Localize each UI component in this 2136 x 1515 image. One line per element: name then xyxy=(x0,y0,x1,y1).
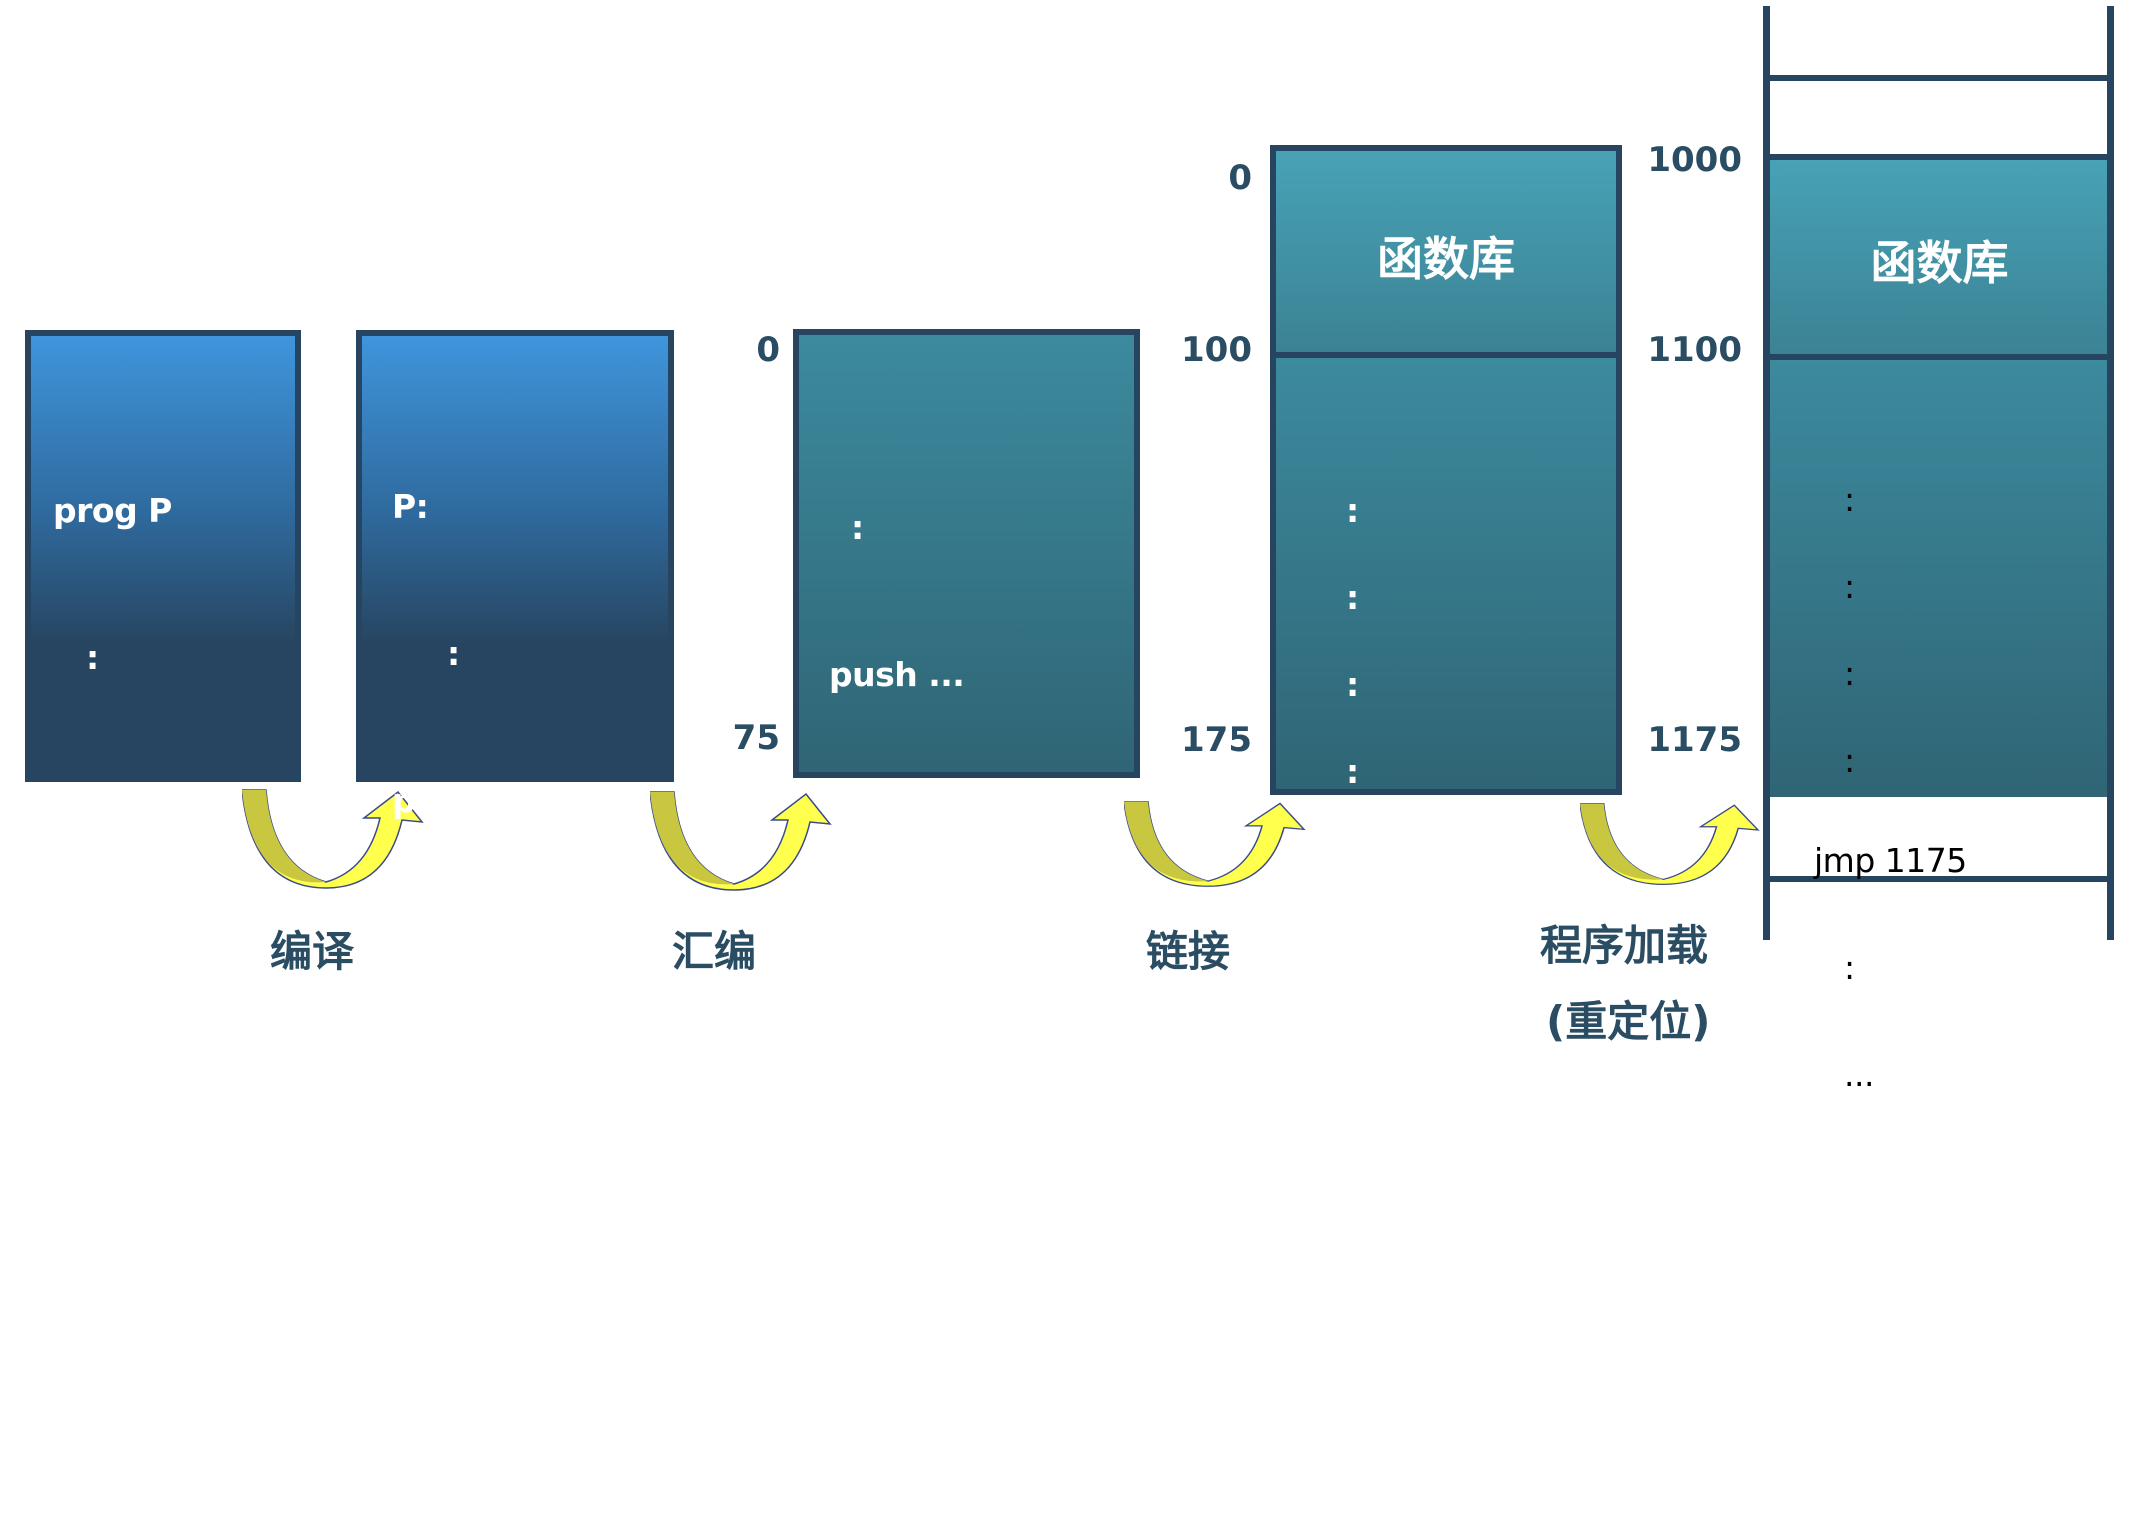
compiled-code: P: : push ... inc SP, x jmp _foo : foo: … xyxy=(392,384,546,1511)
code-line: : xyxy=(1844,654,1855,693)
library-label: 函数库 xyxy=(1870,236,2009,290)
address-label: 1175 xyxy=(1647,720,1742,760)
memory-region-program: : : : : jmp 1175 : ... xyxy=(1766,357,2113,1094)
code-line: foo() xyxy=(53,932,163,971)
loaded-code: : : : : jmp 1175 : ... xyxy=(1814,427,1967,1161)
code-line: : xyxy=(53,1226,99,1265)
step-compile-label: 编译 xyxy=(270,927,355,976)
code-line: : xyxy=(1346,491,1359,530)
code-line: push ... xyxy=(829,655,965,694)
memory-region-library: 函数库 xyxy=(1766,157,2113,357)
code-line: ... xyxy=(1844,1055,1874,1094)
address-label: 175 xyxy=(1181,720,1252,760)
code-line: ... xyxy=(829,1243,888,1282)
memory-right-edge xyxy=(2107,6,2114,940)
code-line: : xyxy=(392,634,460,673)
load-module-box: 函数库 : : : : jmp 175 : ... xyxy=(1270,145,1622,1105)
code-line: inc SP, x xyxy=(392,928,541,967)
address-label: 1100 xyxy=(1647,330,1742,370)
code-line: : xyxy=(392,1222,460,1261)
object-code: : push ... inc SP, 4 jmp 75 : ... xyxy=(829,405,980,1385)
program-section: : : : : jmp 175 : ... xyxy=(1276,358,1616,1105)
library-label: 函数库 xyxy=(1377,232,1515,286)
memory-divider xyxy=(1763,354,2114,360)
memory-left-edge xyxy=(1763,6,1770,940)
code-line: P: xyxy=(392,487,429,526)
library-section: 函数库 xyxy=(1276,151,1616,352)
code-line: : xyxy=(1844,480,1855,519)
step-assemble-label: 汇编 xyxy=(672,927,757,976)
memory-divider xyxy=(1763,75,2114,81)
section-divider xyxy=(1276,352,1616,358)
step-link-label: 链接 xyxy=(1146,927,1231,976)
code-line: : xyxy=(1346,578,1359,617)
source-program-box: prog P : : foo() : : end P xyxy=(25,330,301,1412)
address-label: 1000 xyxy=(1647,140,1742,180)
address-label: 75 xyxy=(732,718,780,758)
address-label: 0 xyxy=(1228,158,1252,198)
link-arrow-icon xyxy=(1124,801,1306,887)
code-line: : xyxy=(1346,665,1359,704)
object-module-box: : push ... inc SP, 4 jmp 75 : ... xyxy=(793,329,1140,1282)
code-line: : xyxy=(1844,567,1855,606)
load-arrow-icon xyxy=(1580,803,1760,885)
code-line: jmp 175 xyxy=(1316,852,1463,891)
code-line: : xyxy=(1346,752,1359,791)
code-line: end P xyxy=(53,1373,156,1412)
compile-arrow-icon xyxy=(242,789,424,889)
linked-code: : : : : jmp 175 : ... xyxy=(1316,438,1463,1172)
address-label: 100 xyxy=(1181,330,1252,370)
code-line: push ... xyxy=(392,781,528,820)
code-line: jmp 1175 xyxy=(1814,841,1967,880)
code-line: : xyxy=(1844,948,1855,987)
address-label: 0 xyxy=(756,330,780,370)
code-line: : xyxy=(829,508,864,547)
code-line: : xyxy=(1346,959,1359,998)
compiled-program-box: P: : push ... inc SP, x jmp _foo : foo: … xyxy=(356,330,674,1408)
code-line: jmp 75 xyxy=(829,949,953,988)
memory-divider xyxy=(1763,154,2114,160)
code-line: foo: ... xyxy=(392,1369,511,1408)
assemble-arrow-icon xyxy=(650,791,832,891)
step-load-label: 程序加载 xyxy=(1540,921,1709,970)
code-line: : xyxy=(53,785,99,824)
code-line: : xyxy=(53,638,99,677)
code-line: : xyxy=(829,1096,864,1135)
memory-divider xyxy=(1763,876,2114,882)
code-line: : xyxy=(1844,741,1855,780)
source-code: prog P : : foo() : : end P xyxy=(53,388,172,1515)
code-line: ... xyxy=(1346,1066,1383,1105)
code-line: : xyxy=(53,1079,99,1118)
code-line: inc SP, 4 xyxy=(829,802,980,841)
step-load-sublabel: (重定位) xyxy=(1546,997,1711,1046)
code-line: prog P xyxy=(53,491,172,530)
code-line: jmp _foo xyxy=(392,1075,546,1114)
